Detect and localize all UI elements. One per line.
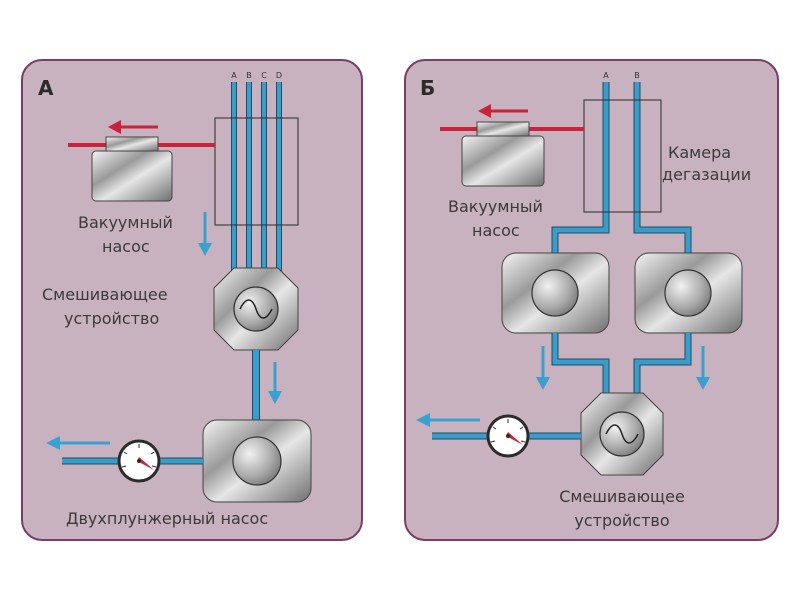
panel-a-mixer-label-2: устройство <box>64 309 159 328</box>
panel-a-flow-arrow-1 <box>198 212 212 256</box>
panel-b-outlet-arrow <box>416 413 480 427</box>
panel-b-channel-tubes <box>551 82 692 255</box>
panel-a-vacuum-pump-label-2: насос <box>102 237 150 256</box>
panel-b-vacuum-pump-label-2: насос <box>472 221 520 240</box>
pressure-gauge-icon <box>117 439 161 483</box>
panel-a-vacuum-pump-label-1: Вакуумный <box>78 213 173 232</box>
channel-label-d: D <box>276 71 282 80</box>
panel-b-flow-arrow-left <box>536 346 550 390</box>
panel-a-channel-tubes <box>231 82 282 275</box>
panel-b-pump-right <box>634 252 743 334</box>
panel-a-degassing-chamber <box>214 117 299 226</box>
panel-b-mixer <box>580 392 664 476</box>
panel-a-vacuum-arrow <box>108 120 158 134</box>
panel-b-chamber-label-1: Камера <box>668 143 731 162</box>
panel-b-chamber-label-2: дегазации <box>662 165 751 184</box>
panel-a-outlet-arrow <box>46 436 110 450</box>
panel-b-pump-left <box>501 252 610 334</box>
panel-b-mixer-label-2: устройство <box>574 511 669 530</box>
panel-a-pump-label: Двухплунжерный насос <box>66 509 268 528</box>
panel-b-letter: Б <box>420 76 435 100</box>
channel-label-a: A <box>603 71 609 80</box>
mixer-icon <box>605 424 639 444</box>
panel-a-dual-piston-pump <box>202 419 312 503</box>
panel-b: Б A B Камера дегазации Вакуумный насос <box>404 59 779 541</box>
panel-b-pump-to-mixer-tubes <box>551 333 692 398</box>
panel-a: А A B C D <box>21 59 363 541</box>
panel-b-mixer-label-1: Смешивающее <box>559 487 685 506</box>
mixer-icon <box>239 299 273 319</box>
panel-a-mixer <box>213 267 299 351</box>
panel-a-vacuum-pump <box>91 136 173 202</box>
channel-label-b: B <box>246 71 252 80</box>
panel-b-degassing-chamber <box>583 99 662 213</box>
pressure-gauge-icon <box>486 414 530 458</box>
panel-b-vacuum-arrow <box>478 104 528 118</box>
panel-b-flow-arrow-right <box>696 346 710 390</box>
panel-a-letter: А <box>38 76 54 100</box>
panel-a-flow-arrow-2 <box>268 362 282 404</box>
channel-label-c: C <box>261 71 267 80</box>
panel-b-vacuum-pump-label-1: Вакуумный <box>448 197 543 216</box>
channel-label-a: A <box>231 71 237 80</box>
panel-a-mixer-label-1: Смешивающее <box>42 285 168 304</box>
panel-b-vacuum-pump <box>461 121 545 187</box>
channel-label-b: B <box>634 71 640 80</box>
